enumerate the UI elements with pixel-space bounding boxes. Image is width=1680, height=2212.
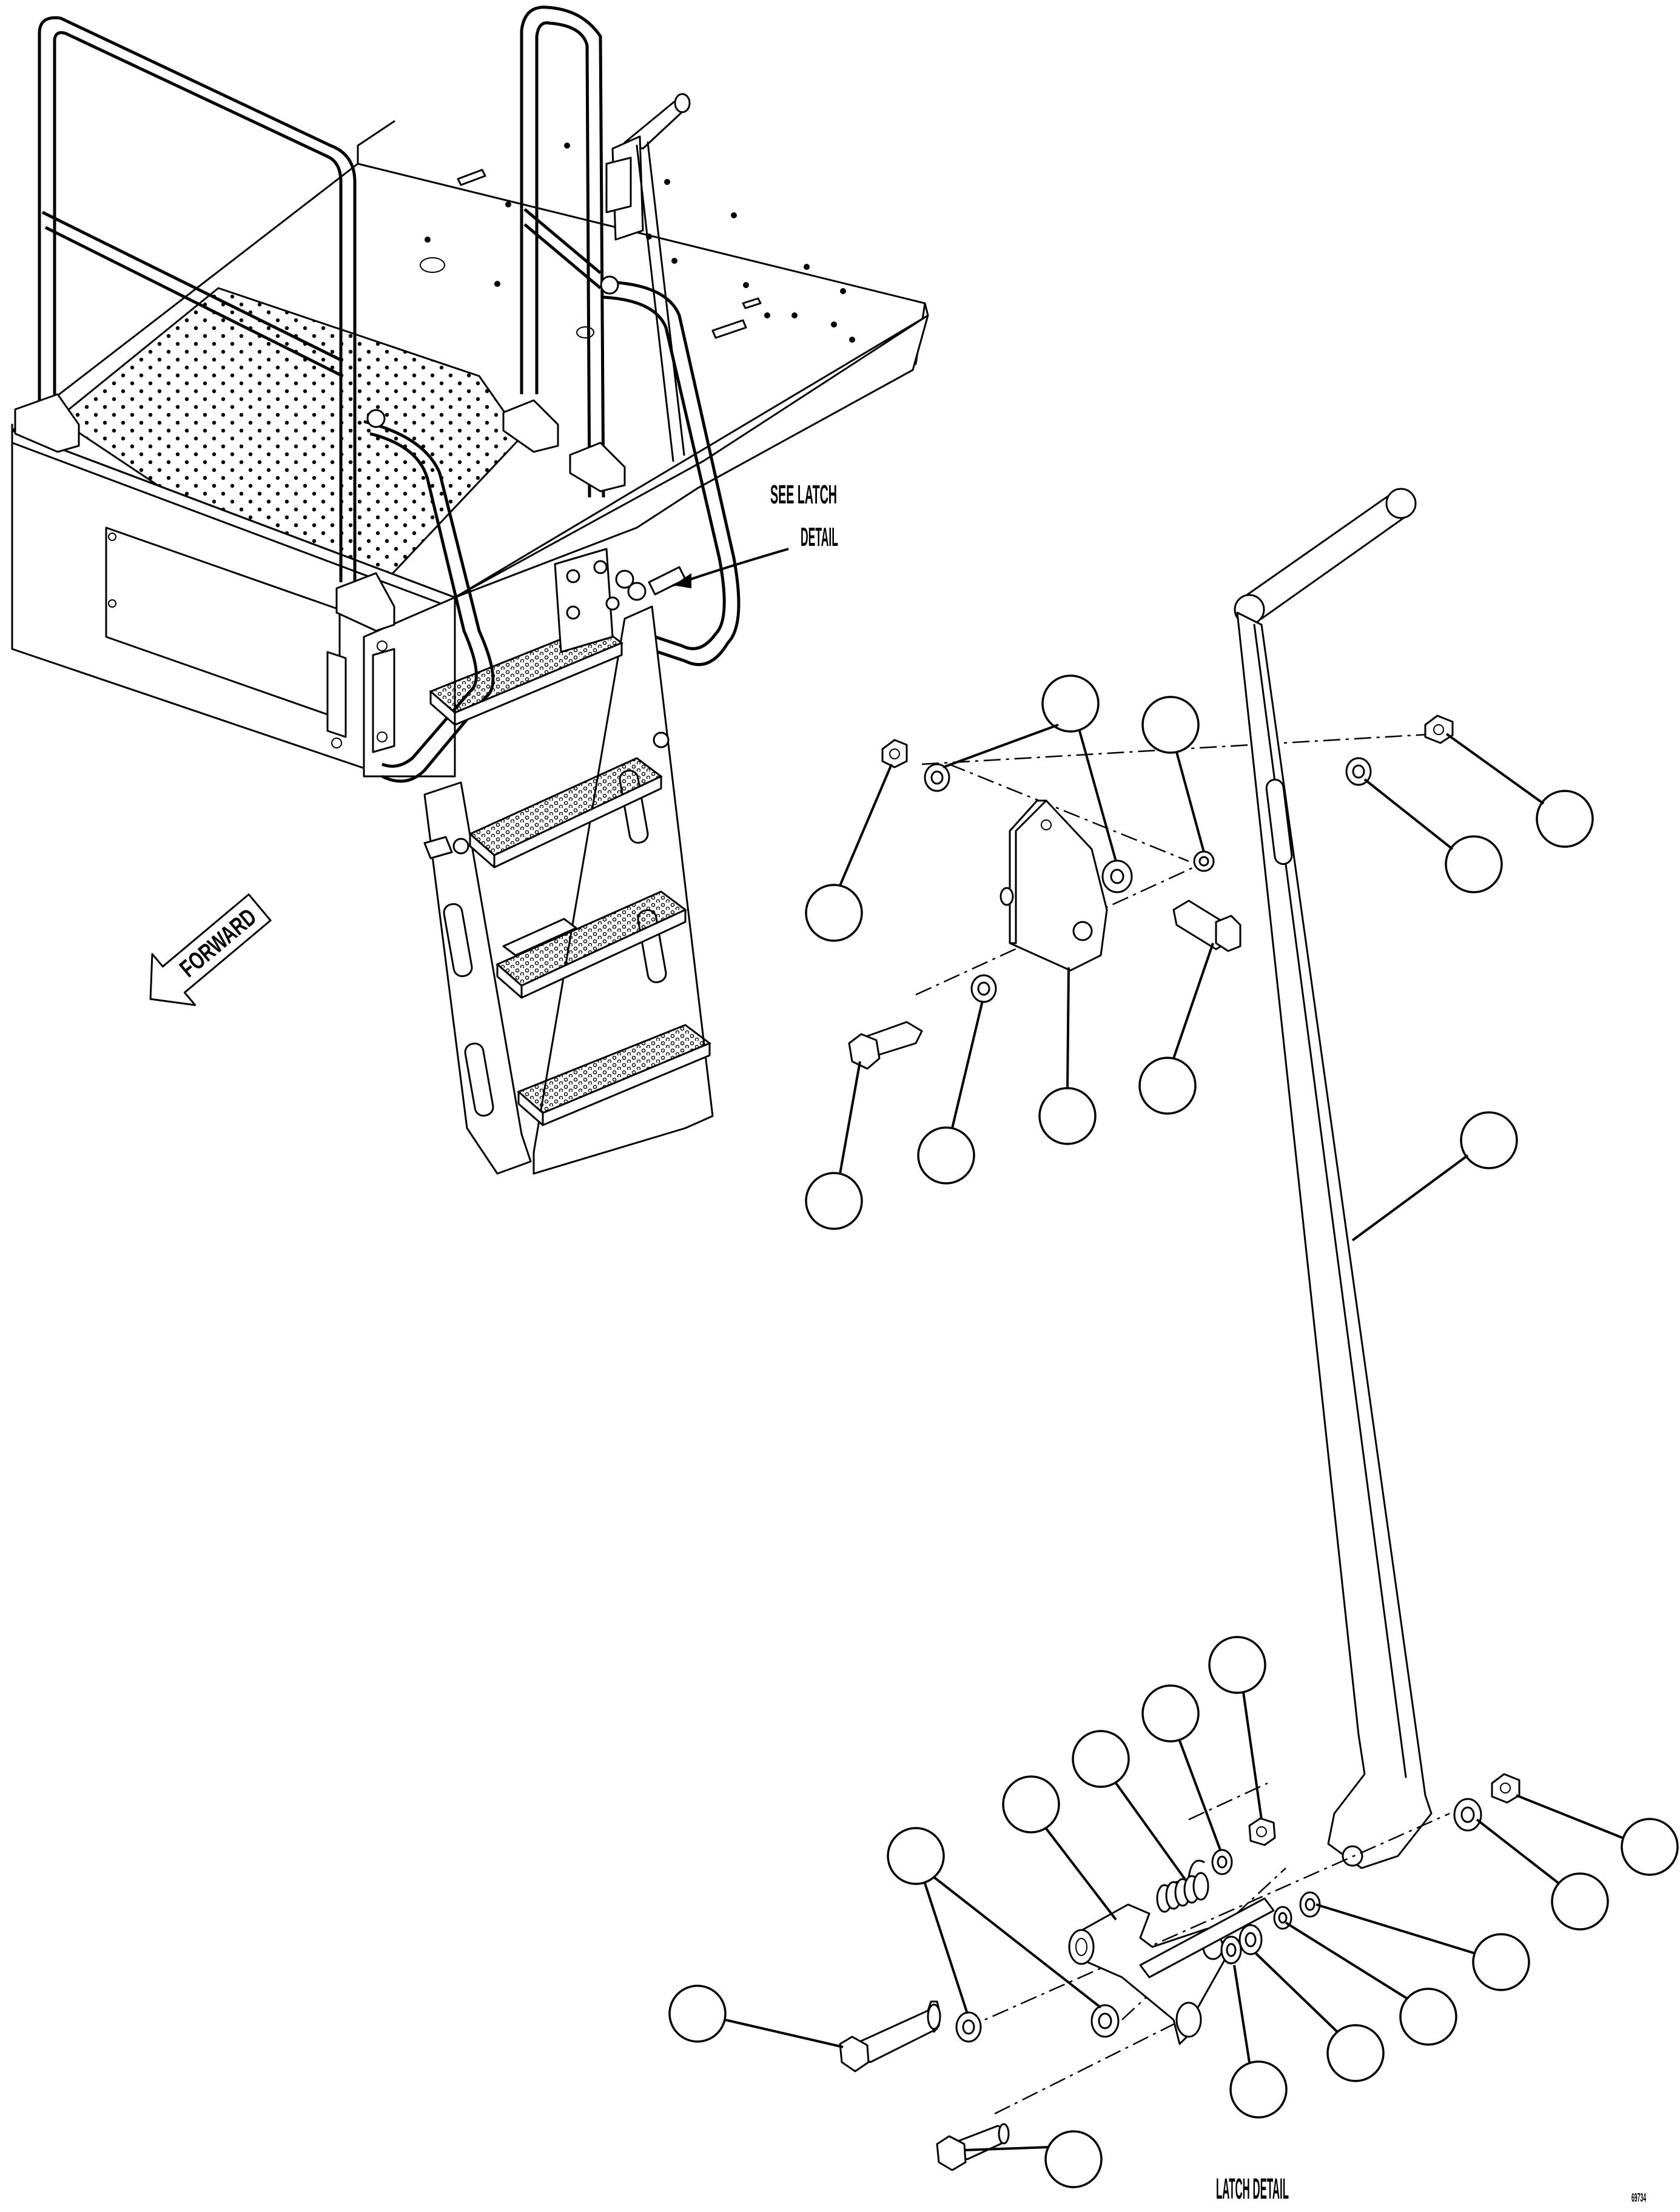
callout-circle-icon	[1285, 1921, 1457, 2046]
see-latch-text-line1: SEE LATCH	[770, 480, 837, 509]
callout-circle-icon	[917, 1000, 984, 1185]
callout-circle-icon	[1445, 733, 1594, 848]
callout-circle-icon	[964, 2130, 1103, 2188]
upper-latch-handle	[605, 93, 691, 462]
callout-circle-icon	[942, 674, 1117, 862]
callout-circle-icon	[805, 1061, 863, 1230]
callout-circle-icon	[1138, 943, 1214, 1115]
stair-tread-3	[496, 890, 687, 999]
spacer-washer-1	[1220, 1935, 1242, 1965]
latch-detail-title: LATCH DETAIL	[1216, 2173, 1289, 2205]
spring-nut	[1248, 1817, 1276, 1846]
stair-tread-4	[517, 1024, 711, 1126]
hex-nut-upper-right	[1424, 714, 1454, 744]
stair-tread-2	[468, 757, 663, 869]
latch-pawl	[1068, 1897, 1275, 2045]
short-hex-bolt	[936, 2123, 1010, 2171]
stairway	[423, 548, 714, 1175]
handrail-right	[502, 5, 741, 667]
callout-circle-icon	[1476, 1818, 1609, 1931]
torsion-spring	[1156, 1860, 1209, 1913]
hex-bolt-upper-right	[1172, 899, 1242, 952]
long-hex-bolt	[839, 2000, 941, 2072]
forward-arrow-label: FORWARD	[175, 904, 261, 983]
flat-washer-lower-left	[970, 974, 997, 1003]
callout-circle-icon	[1516, 1794, 1679, 1876]
hex-bolt-upper-left	[848, 1021, 923, 1070]
stair-stringer-left	[423, 781, 532, 1175]
see-latch-text-line2: DETAIL	[801, 522, 838, 552]
flat-washer-latch-b	[1090, 2004, 1120, 2038]
handrail-left	[14, 16, 495, 783]
callout-circle-icon	[1002, 1775, 1117, 1921]
spacer-washer-2	[1238, 1924, 1263, 1955]
rail-foot-front	[335, 572, 395, 632]
callout-circle-icon	[1208, 1636, 1266, 1820]
latch-detail-group	[839, 1773, 1520, 2171]
upper-exploded-group	[848, 714, 1454, 1070]
rail-foot-left	[14, 393, 80, 453]
deck-holes	[420, 143, 855, 343]
callout-circle-icon	[668, 1985, 844, 2048]
flat-washer-bracket	[1101, 859, 1133, 893]
callout-circle-icon	[1254, 1952, 1385, 2082]
callout-circle-icon	[1363, 778, 1503, 893]
callout-circle-icon	[805, 764, 893, 942]
latch-handle-arm	[1234, 488, 1433, 1869]
rail-foot-right	[569, 442, 626, 492]
callout-circle-icon	[1141, 1684, 1221, 1851]
callout-circle-icon	[1141, 696, 1205, 853]
hex-nut-upper-left	[881, 739, 908, 768]
platform-assembly	[11, 120, 929, 778]
flat-washer-upper-right	[1345, 757, 1372, 786]
lock-washer-mid	[1193, 850, 1215, 872]
latch-mounting-bracket	[1000, 799, 1108, 972]
deck-skirt-right	[454, 314, 929, 599]
spring-washer	[1211, 1849, 1233, 1875]
figure-code: 69734	[1631, 2191, 1646, 2205]
rail-foot-rear	[502, 399, 559, 453]
callout-circle-icon	[1315, 1903, 1530, 1991]
hex-nut-latch-right	[1491, 1773, 1520, 1804]
callout-circle-icon	[1351, 1111, 1518, 1242]
axis-line-latch-upper	[964, 1812, 1450, 2030]
see-latch-detail-callout: SEE LATCH DETAIL	[673, 480, 838, 588]
forward-arrow-icon: FORWARD	[149, 893, 272, 1006]
callout-circle-icon	[887, 1827, 1102, 2014]
flat-washer-latch-a	[955, 2011, 982, 2043]
callout-circle-icon	[1038, 967, 1097, 1145]
flat-washer-latch-right	[1453, 1798, 1482, 1832]
callout-circle-icon	[1229, 1965, 1288, 2119]
callout-bubbles	[668, 674, 1679, 2188]
callout-circle-icon	[1072, 1730, 1187, 1881]
lock-washer-upper-left	[924, 763, 950, 792]
